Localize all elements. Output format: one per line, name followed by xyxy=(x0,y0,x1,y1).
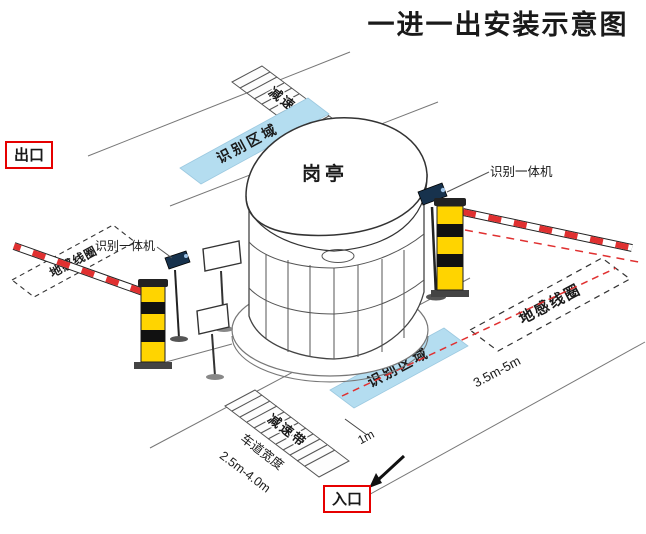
booth-label: 岗亭 xyxy=(302,162,348,185)
entrance-arrow xyxy=(369,454,406,488)
booth-roof-rim xyxy=(245,173,428,252)
entrance-badge: 入口 xyxy=(323,485,371,513)
exit-badge-box xyxy=(5,141,53,169)
sign-board-2-panel xyxy=(196,303,230,335)
camera-left-lens-icon xyxy=(184,254,188,258)
booth-counter xyxy=(321,249,355,263)
ground-coil-right-outline xyxy=(468,257,632,352)
camera-right-lens-icon xyxy=(440,187,446,193)
speed-bump-bottom-band xyxy=(224,389,350,478)
sign-board-1-panel xyxy=(202,240,242,272)
barrier-right-lane-dashed-line xyxy=(464,229,645,264)
entrance-arrowhead-icon xyxy=(369,473,382,488)
lane-centerline-dashed xyxy=(341,267,617,397)
barrier-left-foot xyxy=(134,362,172,369)
barrier-right-post xyxy=(436,205,464,291)
booth-platform-skirt xyxy=(231,335,429,383)
dimension-zone-to-edge: 1m xyxy=(355,427,376,447)
barrier-left-cap xyxy=(138,279,168,287)
camera-right-leader-line xyxy=(446,171,490,193)
page-title: 一进一出安装示意图 xyxy=(368,9,629,40)
barrier-right xyxy=(431,198,645,297)
camera-left-head-icon xyxy=(164,250,191,270)
entrance-badge-box xyxy=(323,485,371,513)
camera-left-leader-line xyxy=(156,246,173,259)
exit-badge-label: 出口 xyxy=(14,146,44,164)
barrier-left xyxy=(12,242,172,369)
booth-roof xyxy=(245,117,428,237)
camera-right-head-icon xyxy=(417,182,448,206)
barrier-right-foot xyxy=(431,290,469,297)
guard-booth: 岗亭 xyxy=(231,117,429,383)
sign-board-2-base xyxy=(206,374,224,380)
dimension-coil-distance: 3.5m-5m xyxy=(471,353,523,390)
booth-window-frames xyxy=(265,250,405,359)
camera-left: 识别一体机 xyxy=(95,239,191,342)
recognition-zone-top-area xyxy=(179,97,330,185)
camera-right-label: 识别一体机 xyxy=(490,165,553,179)
barrier-right-arm-stripes xyxy=(462,209,633,251)
entrance-badge-label: 入口 xyxy=(332,491,362,508)
dimension-1m-line xyxy=(344,418,368,436)
ground-coil-left-outline xyxy=(10,224,137,298)
speed-bump-bottom-stripes xyxy=(231,394,336,467)
camera-left-base xyxy=(170,336,188,342)
camera-right: 识别一体机 xyxy=(417,165,553,301)
barrier-left-post xyxy=(140,285,166,363)
sign-board-2 xyxy=(196,303,230,380)
camera-left-label: 识别一体机 xyxy=(95,239,155,253)
exit-badge: 出口 xyxy=(5,141,53,169)
barrier-right-cap xyxy=(434,198,466,206)
barrier-left-arm-stripes xyxy=(12,243,145,295)
